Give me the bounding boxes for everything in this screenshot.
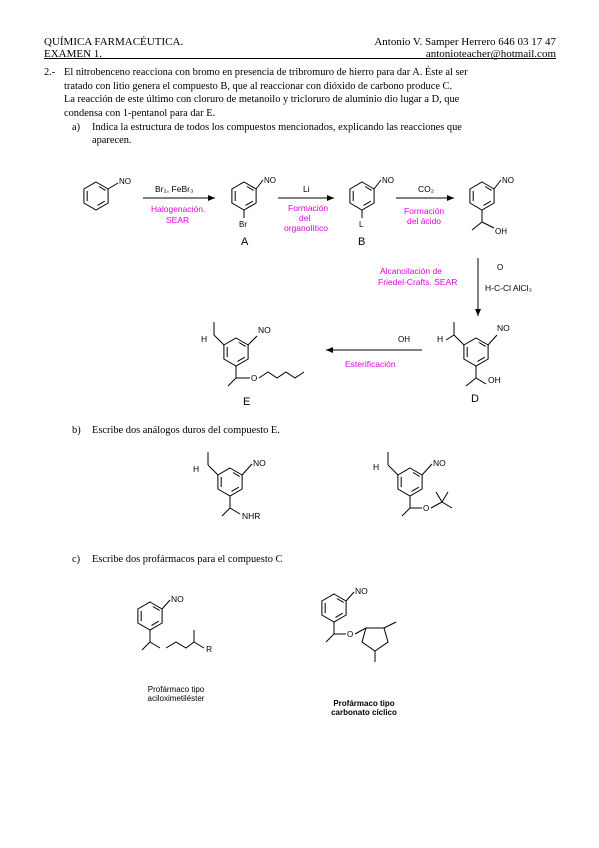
nitrobenzene-structure: NO <box>83 177 131 211</box>
header-rule <box>44 58 556 59</box>
h-label: H <box>373 462 379 472</box>
compound-b-structure: NO L B <box>349 176 394 248</box>
step-2-line-1: Formación <box>288 203 328 213</box>
no2-label: NO <box>497 323 510 333</box>
step-4-line-2: Friedel-Crafts. SEAR <box>378 277 457 287</box>
author-email[interactable]: antonioteacher@hotmail.com <box>425 48 556 60</box>
item-a-line-1: Indica la estructura de todos los compue… <box>92 122 462 133</box>
no2-label: NO <box>171 594 184 604</box>
no2-label: NO <box>502 176 514 185</box>
step-2-line-3: organolítico <box>284 223 328 233</box>
item-c-text: Escribe dos profármacos para el compuest… <box>92 554 283 565</box>
no2-label: NO <box>264 176 276 185</box>
ester-o-label: O <box>347 630 353 639</box>
question-line-3: La reacción de este último con cloruro d… <box>64 94 460 105</box>
carbonyl-o-label: O <box>497 263 503 272</box>
reagent-1: Br₂, FeBr₃ <box>155 184 193 194</box>
h-label: H <box>193 464 199 474</box>
step-5-name: Esterificación <box>345 359 396 369</box>
label-d: D <box>471 393 479 405</box>
hard-analog-tbutyl-structure: NO H O <box>373 452 453 517</box>
no2-label: NO <box>382 176 394 185</box>
question-line-2: tratado con litio genera el compuesto B,… <box>64 80 453 92</box>
nhr-label: NHR <box>242 511 260 521</box>
h-label: H <box>201 334 207 344</box>
oh-label: OH <box>488 375 501 385</box>
reagent-5: OH <box>398 335 410 344</box>
r-label: R <box>206 644 212 654</box>
prodrug-1-caption-line-2: aciloximetiléster <box>148 694 205 703</box>
step-1-mechanism: SEAR <box>166 215 189 225</box>
item-b-text: Escribe dos análogos duros del compuesto… <box>92 425 280 436</box>
no2-label: NO <box>355 586 368 596</box>
reagent-3: CO₂ <box>418 184 434 194</box>
author-info: Antonio V. Samper Herrero 646 03 17 47 <box>374 36 556 48</box>
no2-label: NO <box>258 325 271 335</box>
prodrug-1-caption-line-1: Profármaco tipo <box>148 685 205 694</box>
label-a: A <box>241 236 249 248</box>
oh-label: OH <box>495 227 507 236</box>
no2-label: NO <box>253 458 266 468</box>
no2-label: NO <box>433 458 446 468</box>
label-b: B <box>358 236 365 248</box>
no2-label: NO <box>119 177 131 186</box>
item-a-label: a) <box>72 122 81 133</box>
item-b-label: b) <box>72 425 81 436</box>
label-e: E <box>243 396 250 408</box>
question-line-1: El nitrobenceno reacciona con bromo en p… <box>64 67 468 78</box>
br-label: Br <box>239 220 247 229</box>
question-number: 2.- <box>44 67 56 78</box>
compound-c-structure: NO OH <box>469 176 514 236</box>
reagent-2: Li <box>303 184 310 194</box>
ester-o-label: O <box>423 504 429 513</box>
course-title: QUÍMICA FARMACÉUTICA. <box>44 36 184 48</box>
compound-e-structure: NO H O E <box>201 322 305 408</box>
step-3-line-1: Formación <box>404 206 444 216</box>
item-a-line-2: aparecen. <box>92 135 132 146</box>
reagent-4: H-C-Cl AlCl₃ <box>485 283 532 293</box>
prodrug-acyloxymethyl-structure: NO R <box>137 594 212 654</box>
h-label: H <box>437 334 443 344</box>
hard-analog-amide-structure: NO H NHR <box>193 452 266 521</box>
compound-a-structure: NO Br A <box>231 176 276 248</box>
step-1-name: Halogenación. <box>151 204 205 214</box>
step-2-line-2: del <box>299 213 310 223</box>
ester-o-label: O <box>251 374 257 383</box>
exam-title: EXAMEN 1. <box>44 48 103 60</box>
prodrug-2-caption-line-1: Profármaco tipo <box>333 699 394 708</box>
prodrug-cyclic-carbonate-structure: NO O <box>321 586 397 662</box>
li-label: L <box>359 220 364 229</box>
compound-d-structure: NO H OH D <box>437 322 510 405</box>
question-line-4: condensa con 1-pentanol para dar E. <box>64 107 216 119</box>
step-3-line-2: del ácido <box>407 216 441 226</box>
item-c-label: c) <box>72 554 81 565</box>
prodrug-2-caption-line-2: carbonato cíclico <box>331 708 397 717</box>
step-4-line-1: Alcanoilación de <box>380 266 442 276</box>
